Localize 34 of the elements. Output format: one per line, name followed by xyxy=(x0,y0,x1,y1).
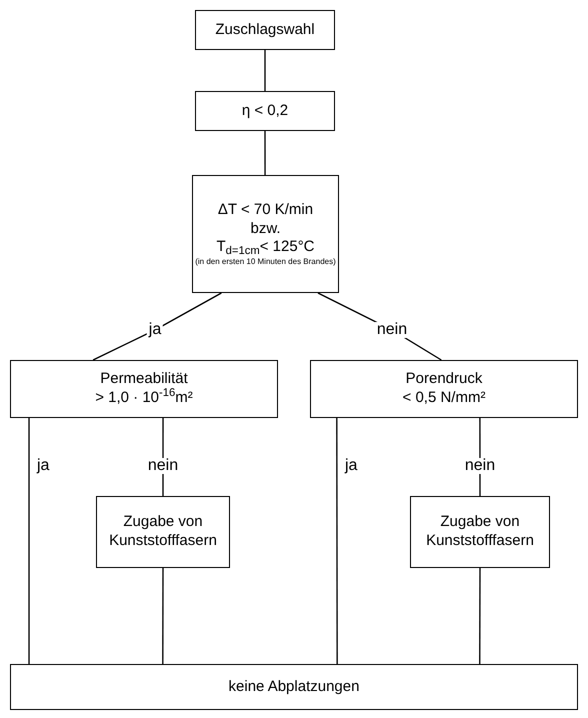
box-text: (in den ersten 10 Minuten des Brandes) xyxy=(195,257,336,268)
process-box xyxy=(10,664,578,710)
edge-label: ja xyxy=(35,458,52,474)
box-text: Porendruck xyxy=(406,370,482,389)
box-text: Permeabilität xyxy=(100,370,188,388)
connector-line xyxy=(479,568,481,664)
edge-label: ja xyxy=(146,322,164,338)
box-text: Zugabe von Kunststofffasern xyxy=(108,513,218,551)
box-text: T$_{d=1cm}$< 125°C xyxy=(216,238,315,258)
box-text: < 0,5 N/mm² xyxy=(402,389,486,408)
box-text: Zugabe von Kunststofffasern xyxy=(425,513,535,551)
process-box xyxy=(10,360,278,418)
process-box xyxy=(192,175,339,293)
box-text: Zuschlagswahl xyxy=(215,20,315,40)
connector-line xyxy=(336,418,338,664)
process-box xyxy=(310,360,578,418)
edge-label: ja xyxy=(343,458,360,474)
box-text: η < 0,2 xyxy=(242,102,288,120)
connector-line xyxy=(264,131,266,175)
box-text: keine Abplatzungen xyxy=(228,678,360,696)
connector-line xyxy=(162,568,164,664)
box-text: ΔT < 70 K/min xyxy=(218,200,314,220)
connector-line xyxy=(28,418,30,664)
process-box xyxy=(195,91,335,131)
edge-label: nein xyxy=(146,458,180,474)
connector-line xyxy=(92,292,222,361)
box-text: bzw. xyxy=(250,220,280,238)
process-box xyxy=(410,496,550,568)
box-text: > 1,0 · 10$^{-16}$m² xyxy=(95,389,193,408)
edge-label: nein xyxy=(374,322,410,338)
connector-line xyxy=(264,50,266,91)
process-box xyxy=(195,10,335,50)
process-box xyxy=(96,496,230,568)
edge-label: nein xyxy=(462,458,498,474)
